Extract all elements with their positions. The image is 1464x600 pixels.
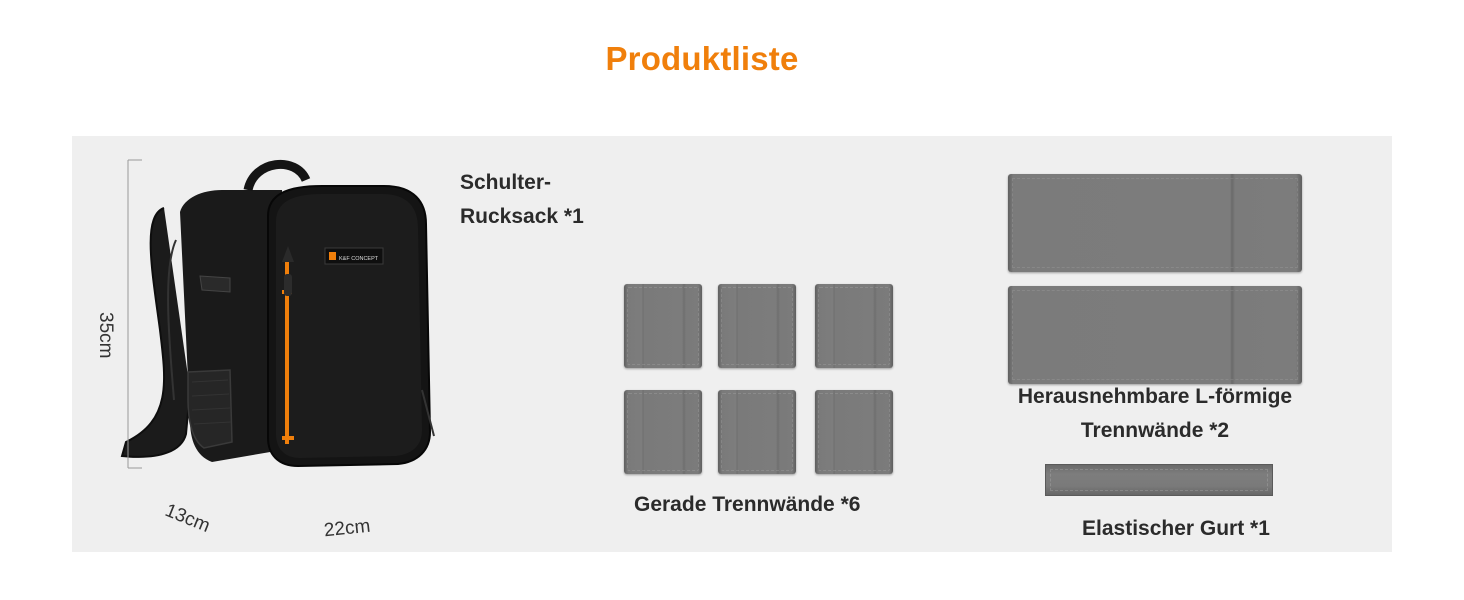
depth-dimension: 13cm — [161, 500, 213, 537]
l-shaped-divider — [1008, 174, 1302, 272]
straight-divider — [815, 390, 893, 474]
backpack-label-line2: Rucksack *1 — [460, 205, 584, 228]
height-dimension: 35cm — [95, 312, 116, 359]
backpack-label-line1: Schulter- — [460, 171, 552, 194]
straight-dividers-label: Gerade Trennwände *6 — [634, 493, 861, 516]
straight-divider — [718, 390, 796, 474]
backpack-image: K&F CONCEPT — [120, 159, 435, 469]
straight-divider — [718, 284, 796, 368]
elastic-strap-label: Elastischer Gurt *1 — [1082, 517, 1270, 540]
width-dimension: 22cm — [322, 515, 372, 542]
page-title: Produktliste — [605, 40, 799, 77]
product-panel: K&F CONCEPT 35cm 13cm 22cm Schulter- Ruc… — [72, 136, 1392, 552]
brand-tag-text: K&F CONCEPT — [339, 256, 379, 262]
straight-divider — [624, 284, 702, 368]
straight-divider — [815, 284, 893, 368]
straight-divider — [624, 390, 702, 474]
l-shaped-divider — [1008, 286, 1302, 384]
l-dividers-label-line1: Herausnehmbare L-förmige — [1017, 385, 1293, 408]
l-dividers-label-line2: Trennwände *2 — [1080, 419, 1230, 442]
elastic-strap-image — [1045, 464, 1273, 496]
